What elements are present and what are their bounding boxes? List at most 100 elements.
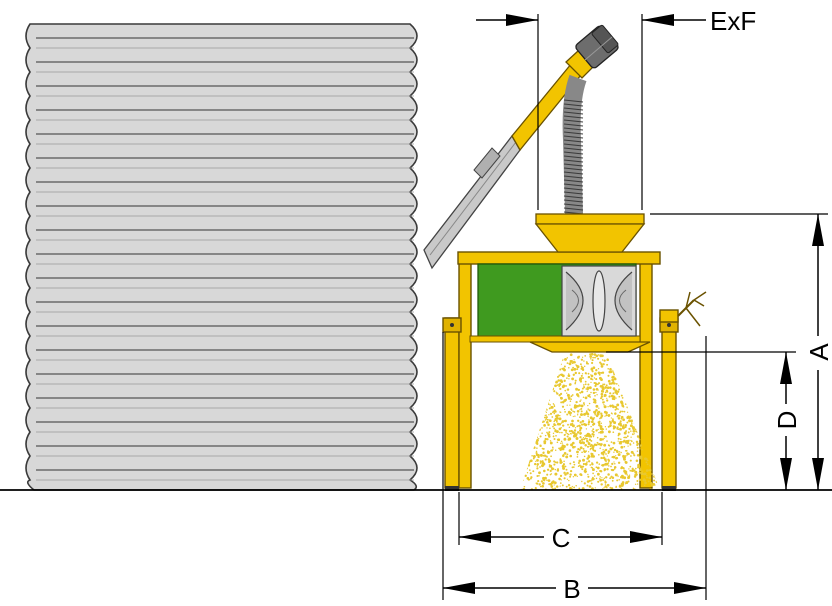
grain-particle bbox=[587, 383, 590, 386]
grain-particle bbox=[610, 441, 613, 443]
grain-particle bbox=[597, 389, 599, 391]
grain-particle bbox=[522, 437, 525, 440]
grain-particle bbox=[564, 389, 567, 392]
grain-particle bbox=[585, 411, 588, 413]
grain-particle bbox=[554, 461, 557, 464]
grain-particle bbox=[560, 479, 562, 481]
grain-particle bbox=[573, 411, 576, 413]
grain-particle bbox=[581, 420, 585, 423]
grain-particle bbox=[603, 359, 606, 362]
grain-particle bbox=[569, 473, 572, 476]
grain-particle bbox=[640, 472, 644, 475]
grain-particle bbox=[585, 428, 588, 430]
grain-particle bbox=[523, 485, 526, 488]
grain-particle bbox=[559, 363, 562, 366]
grain-particle bbox=[530, 442, 533, 444]
grain-particle bbox=[561, 484, 564, 487]
grain-particle bbox=[552, 425, 554, 428]
grain-particle bbox=[581, 451, 583, 454]
grain-particle bbox=[515, 477, 517, 479]
grain-particle bbox=[546, 401, 549, 404]
grain-particle bbox=[572, 445, 575, 449]
grain-particle bbox=[614, 405, 618, 409]
dim-label-a: A bbox=[804, 343, 832, 361]
grain-particle bbox=[561, 431, 563, 434]
grain-particle bbox=[563, 477, 566, 480]
grain-particle bbox=[620, 386, 624, 390]
grain-particle bbox=[625, 436, 628, 439]
grain-particle bbox=[548, 464, 551, 466]
grain-particle bbox=[521, 479, 524, 482]
grain-particle bbox=[538, 411, 542, 414]
grain-particle bbox=[509, 460, 511, 462]
grain-particle bbox=[628, 474, 631, 476]
grain-particle bbox=[582, 377, 584, 379]
grain-particle bbox=[575, 485, 577, 487]
grain-particle bbox=[603, 457, 605, 459]
grain-particle bbox=[540, 410, 543, 413]
grain-particle bbox=[586, 484, 589, 487]
grain-particle bbox=[559, 461, 563, 464]
grain-particle bbox=[603, 477, 606, 480]
grain-particle bbox=[618, 414, 621, 417]
grain-particle bbox=[568, 373, 570, 375]
grain-particle bbox=[626, 421, 628, 423]
grain-particle bbox=[609, 477, 612, 480]
grain-particle bbox=[632, 429, 636, 433]
grain-particle bbox=[579, 416, 581, 418]
grain-particle bbox=[539, 402, 543, 406]
grain-particle bbox=[572, 476, 575, 478]
grain-particle bbox=[523, 434, 527, 438]
grain-particle bbox=[618, 388, 621, 391]
grain-particle bbox=[603, 435, 606, 438]
grain-particle bbox=[522, 466, 525, 469]
grain-particle bbox=[553, 405, 556, 408]
grain-particle bbox=[560, 440, 563, 443]
grain-particle bbox=[508, 466, 510, 468]
grain-particle bbox=[560, 392, 563, 395]
grain-particle bbox=[580, 407, 583, 410]
grain-particle bbox=[507, 486, 509, 488]
grain-particle bbox=[639, 455, 643, 459]
grain-particle bbox=[617, 408, 619, 410]
leg-right-inner bbox=[639, 259, 653, 489]
grain-particle bbox=[591, 477, 595, 481]
grain-particle bbox=[628, 440, 630, 442]
grain-particle bbox=[584, 355, 587, 357]
grain-particle bbox=[592, 398, 595, 401]
grain-particle bbox=[552, 403, 555, 405]
grain-particle bbox=[537, 420, 539, 422]
grain-particle bbox=[598, 463, 601, 465]
grain-particle bbox=[532, 455, 536, 458]
grain-particle bbox=[621, 426, 625, 430]
grain-particle bbox=[544, 437, 547, 441]
grain-particle bbox=[636, 450, 639, 452]
grain-particle bbox=[594, 444, 596, 446]
grain-particle bbox=[629, 443, 632, 446]
grain-particle bbox=[514, 468, 515, 469]
grain-particle bbox=[608, 382, 612, 386]
grain-particle bbox=[619, 422, 622, 425]
grain-particle bbox=[614, 390, 618, 394]
grain-particle bbox=[584, 444, 587, 447]
grain-particle bbox=[623, 445, 626, 448]
grain-particle bbox=[626, 435, 629, 438]
grain-particle bbox=[610, 469, 614, 472]
grain-particle bbox=[636, 453, 640, 457]
grain-particle bbox=[551, 449, 554, 452]
grain-particle bbox=[545, 455, 548, 458]
grain-particle bbox=[512, 461, 514, 463]
grain-particle bbox=[592, 435, 595, 438]
grain-particle bbox=[538, 428, 541, 431]
grain-particle bbox=[641, 449, 643, 451]
grain-particle bbox=[580, 413, 583, 417]
grain-particle bbox=[554, 417, 557, 421]
grain-particle bbox=[563, 368, 566, 372]
grain-particle bbox=[632, 452, 635, 455]
grain-particle bbox=[612, 397, 615, 400]
grain-particle bbox=[578, 487, 581, 490]
grain-particle bbox=[582, 447, 585, 450]
grain-particle bbox=[561, 385, 565, 389]
grain-particle bbox=[633, 421, 637, 425]
grain-particle bbox=[590, 466, 593, 469]
